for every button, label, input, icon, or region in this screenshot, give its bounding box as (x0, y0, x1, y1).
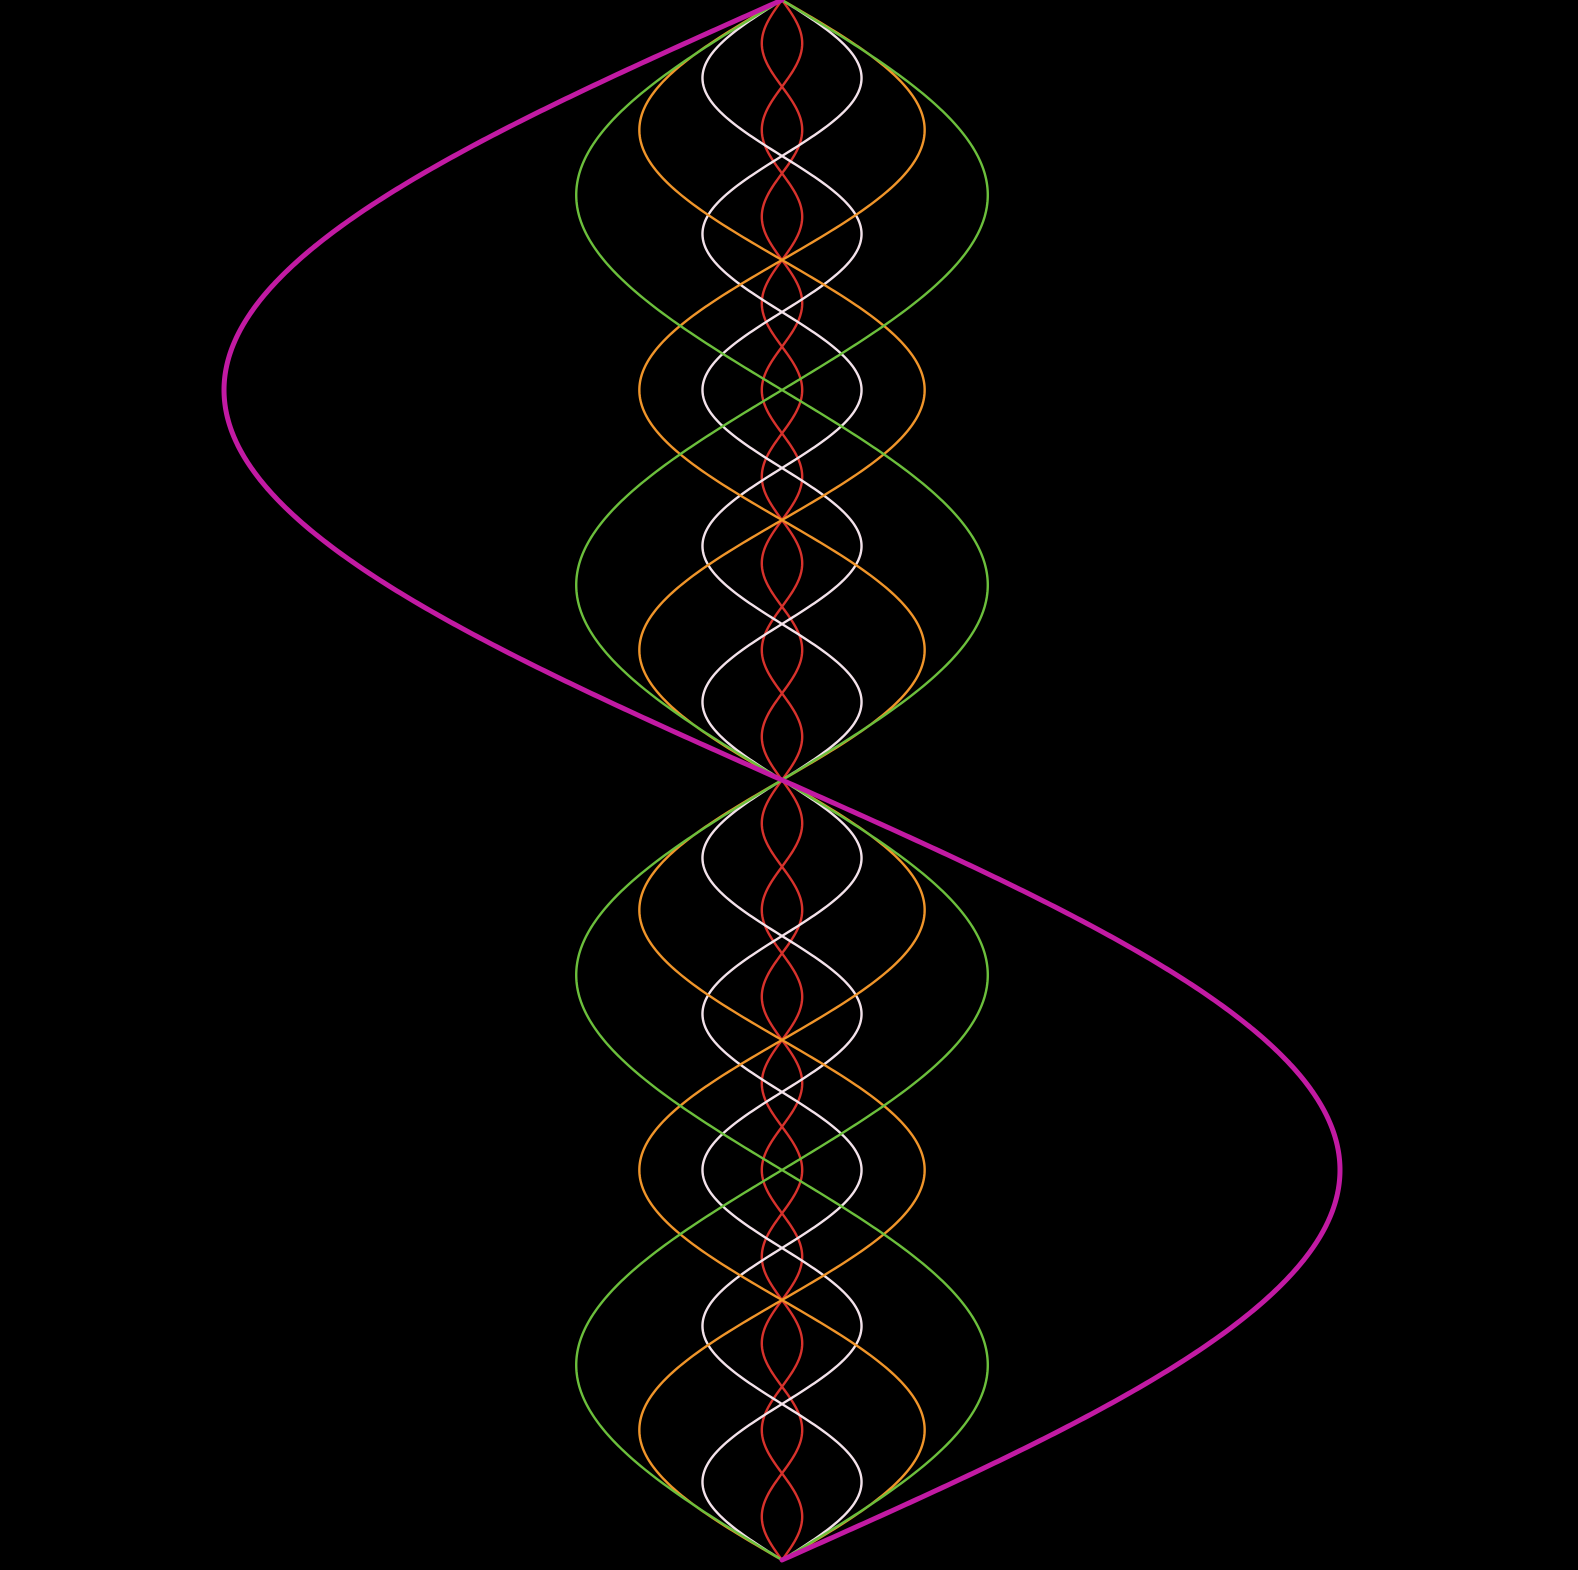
wave-mode-1-a (221, 0, 1343, 1563)
wave-group (221, 0, 1343, 1563)
